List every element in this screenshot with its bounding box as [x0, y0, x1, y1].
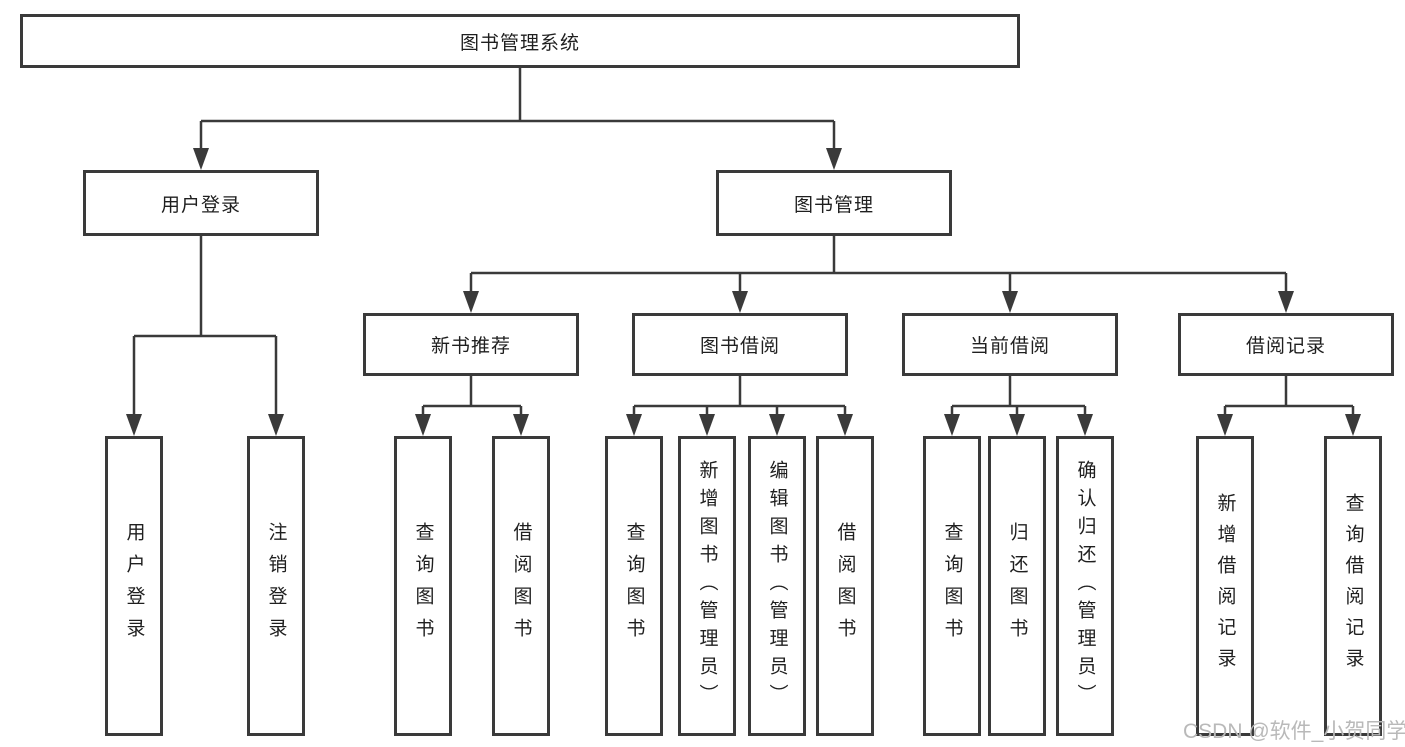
leaf-logout: 注销登录 [247, 436, 305, 736]
leaf-query-borrow-record: 查询借阅记录 [1324, 436, 1382, 736]
node-library-management-system: 图书管理系统 [20, 14, 1020, 68]
leaf-query-books-recommend: 查询图书 [394, 436, 452, 736]
arrowhead [626, 414, 642, 436]
leaf-add-book-admin: 新增图书（管理员） [678, 436, 736, 736]
node-label: 查询图书 [412, 522, 434, 650]
node-label: 新书推荐 [430, 336, 511, 357]
arrowhead [837, 414, 853, 436]
connector-new-book-to-leaves [415, 376, 529, 436]
connector-user-login-to-leaves [126, 236, 284, 436]
arrowhead [1217, 414, 1233, 436]
node-label: 查询图书 [623, 522, 645, 650]
node-borrow-records: 借阅记录 [1178, 313, 1394, 376]
node-label: 注销登录 [265, 522, 287, 650]
leaf-borrow-books-borrowing: 借阅图书 [816, 436, 874, 736]
leaf-borrow-books-recommend: 借阅图书 [492, 436, 550, 736]
arrowhead [1002, 291, 1018, 313]
node-label: 编辑图书（管理员） [766, 460, 788, 712]
arrowhead [826, 148, 842, 170]
node-label: 图书借阅 [699, 336, 780, 357]
connector-book-management-to-level3 [463, 236, 1294, 313]
node-label: 归还图书 [1006, 522, 1028, 650]
arrowhead [463, 291, 479, 313]
arrowhead [769, 414, 785, 436]
arrowhead [944, 414, 960, 436]
node-new-book-recommend: 新书推荐 [363, 313, 579, 376]
node-label: 借阅图书 [510, 522, 532, 650]
arrowhead [1345, 414, 1361, 436]
connector-borrow-records-to-leaves [1217, 376, 1361, 436]
leaf-query-books-borrowing: 查询图书 [605, 436, 663, 736]
node-label: 图书管理系统 [459, 32, 580, 54]
connector-root-to-level2 [193, 68, 842, 170]
node-label: 借阅记录 [1245, 336, 1326, 357]
node-book-borrowing: 图书借阅 [632, 313, 848, 376]
arrowhead [699, 414, 715, 436]
node-label: 新增图书（管理员） [696, 460, 718, 712]
arrowhead [268, 414, 284, 436]
leaf-add-borrow-record: 新增借阅记录 [1196, 436, 1254, 736]
node-label: 查询图书 [941, 522, 963, 650]
connector-current-borrowing-to-leaves [944, 376, 1093, 436]
leaf-user-login: 用户登录 [105, 436, 163, 736]
arrowhead [513, 414, 529, 436]
node-label: 图书管理 [793, 194, 874, 216]
arrowhead [126, 414, 142, 436]
node-label: 查询借阅记录 [1342, 493, 1364, 679]
csdn-watermark: CSDN @软件_小贺同学 [1183, 720, 1405, 743]
node-label: 当前借阅 [969, 336, 1050, 357]
leaf-return-books: 归还图书 [988, 436, 1046, 736]
arrowhead [415, 414, 431, 436]
node-label: 用户登录 [123, 522, 145, 650]
arrowhead [1009, 414, 1025, 436]
node-current-borrowing: 当前借阅 [902, 313, 1118, 376]
node-label: 借阅图书 [834, 522, 856, 650]
node-label: 新增借阅记录 [1214, 493, 1236, 679]
node-label: 确认归还（管理员） [1074, 460, 1096, 712]
arrowhead [193, 148, 209, 170]
connector-book-borrowing-to-leaves [626, 376, 853, 436]
arrowhead [1077, 414, 1093, 436]
node-user-login-branch: 用户登录 [83, 170, 319, 236]
node-label: 用户登录 [160, 194, 241, 216]
leaf-query-books-current: 查询图书 [923, 436, 981, 736]
node-book-management: 图书管理 [716, 170, 952, 236]
arrowhead [1278, 291, 1294, 313]
leaf-edit-book-admin: 编辑图书（管理员） [748, 436, 806, 736]
arrowhead [732, 291, 748, 313]
leaf-confirm-return-admin: 确认归还（管理员） [1056, 436, 1114, 736]
